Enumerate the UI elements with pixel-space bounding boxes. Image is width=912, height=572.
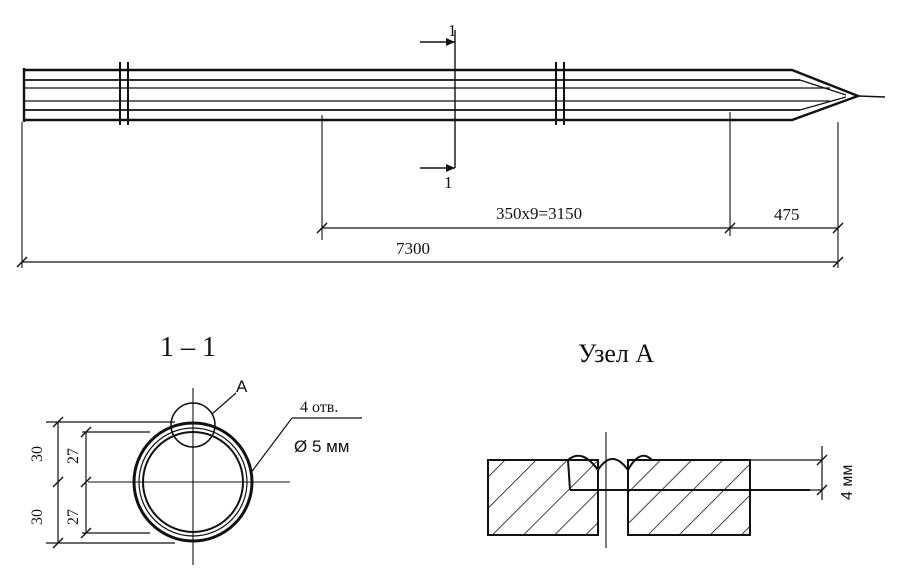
- section-dimensions: [46, 416, 175, 549]
- dimension-overall-label: 7300: [396, 239, 430, 258]
- holes-count-label: 4 отв.: [300, 399, 338, 416]
- section-cut-line: [420, 30, 456, 172]
- section-mark-bottom: 1: [444, 173, 453, 192]
- dim-half-outer-top: 30: [29, 446, 46, 462]
- node-title: Узел А: [578, 339, 654, 368]
- pipe-ring-left: [119, 62, 129, 125]
- dimension-spacing: [316, 222, 736, 234]
- dimension-tip: [730, 222, 844, 234]
- dimension-spacing-label: 350x9=3150: [496, 204, 582, 223]
- dimension-overall: [16, 256, 844, 268]
- node-detail: [487, 432, 828, 548]
- pipe-ring-right: [555, 62, 565, 125]
- section-title: 1 – 1: [160, 332, 216, 363]
- dim-half-inner-bottom: 27: [65, 509, 82, 525]
- holes-leader: [249, 417, 362, 475]
- node-ref-label: A: [236, 377, 248, 396]
- node-depth-label: 4 мм: [839, 465, 856, 500]
- section-pipe: [88, 388, 290, 565]
- extension-lines: [21, 112, 839, 268]
- dim-half-outer-bottom: 30: [29, 509, 46, 525]
- section-mark-top: 1: [448, 21, 457, 40]
- dim-half-inner-top: 27: [65, 448, 82, 464]
- pipe-elevation: [22, 68, 886, 122]
- dimension-tip-label: 475: [774, 205, 800, 224]
- node-ref-leader: [211, 392, 237, 415]
- holes-diameter-label: Ø 5 мм: [294, 437, 350, 456]
